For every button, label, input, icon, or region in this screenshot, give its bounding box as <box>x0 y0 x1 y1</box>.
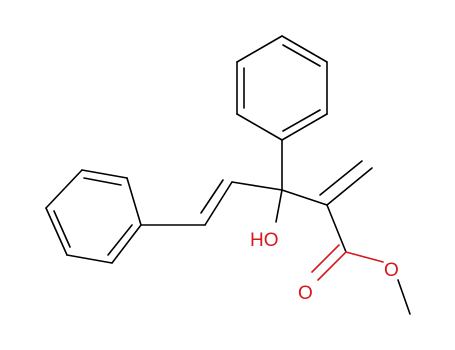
phenyl-ring-top <box>236 35 328 141</box>
phenyl-ring-left <box>45 169 142 264</box>
bond-ester-oxygen-to-methyl <box>397 279 411 315</box>
hydroxyl-label: HO <box>250 230 279 251</box>
bond-methylene-double-inner <box>319 160 363 196</box>
bond-vinyl-to-quaternary-carbon <box>231 181 283 191</box>
bond-alkene-to-carbonyl-carbon <box>326 204 347 253</box>
ester-oxygen-label: O <box>384 260 399 281</box>
bond-quaternary-to-alkene-carbon <box>281 189 328 206</box>
bond-carbonyl-to-ester-oxygen <box>345 251 384 263</box>
bond-to-hydroxyl <box>275 189 283 223</box>
bond-vinyl-double-inner <box>200 179 224 214</box>
carbonyl-oxygen-label: O <box>298 283 313 304</box>
bond-vinyl-double-outer <box>204 181 233 226</box>
bond-methylene-double-outer <box>326 167 373 206</box>
bond-carbonyl-double-inner <box>311 244 340 273</box>
bond-carbonyl-double-outer <box>317 251 347 281</box>
